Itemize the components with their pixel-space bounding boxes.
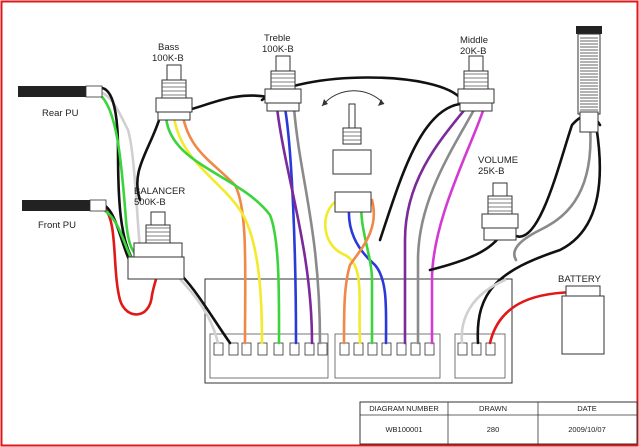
connector-pin — [241, 342, 252, 356]
wire-middle-purple — [403, 106, 468, 345]
wire-treble-gray — [292, 106, 322, 345]
jack-thread — [580, 37, 598, 111]
diagram-number-header: DIAGRAM NUMBER — [369, 404, 439, 413]
connector-pin — [257, 342, 268, 356]
wire-switch-green — [360, 198, 374, 345]
title-block: DIAGRAM NUMBER DRAWN DATE WB100001 280 2… — [359, 401, 638, 445]
connector-pin — [381, 342, 392, 356]
connector-pin — [273, 342, 284, 356]
battery — [561, 285, 605, 355]
wire-black-middle-switch — [378, 102, 462, 242]
connector-pin — [317, 342, 328, 356]
wire-treble-blue — [283, 106, 298, 345]
connector-pin — [424, 342, 435, 356]
connector-pin — [228, 342, 239, 356]
date-value: 2009/10/07 — [568, 425, 606, 434]
volume-name-label: VOLUME — [478, 155, 518, 166]
front-pu-label: Front PU — [38, 220, 76, 231]
connector-pin — [213, 342, 224, 356]
treble-value-label: 100K-B — [262, 44, 294, 55]
connector-pin — [471, 342, 482, 356]
balancer-name-label: BALANCER — [134, 186, 185, 197]
wire-rear-white — [98, 90, 142, 252]
bass-name-label: Bass — [158, 42, 179, 53]
volume-pot — [481, 182, 519, 241]
connector-pin — [353, 342, 364, 356]
wire-switch-yellow — [324, 198, 362, 345]
diagram-number-value: WB100001 — [385, 425, 422, 434]
connector-pin — [339, 342, 350, 356]
connector-pin — [410, 342, 421, 356]
switch-rotation-arrow — [321, 90, 385, 107]
wire-bass-yellow — [172, 115, 264, 345]
connector-pin — [457, 342, 468, 356]
connector-pin — [396, 342, 407, 356]
rear-pickup — [18, 85, 103, 98]
drawn-header: DRAWN — [479, 404, 507, 413]
balancer-pot — [127, 211, 185, 280]
middle-name-label: Middle — [460, 35, 488, 46]
bass-value-label: 100K-B — [152, 53, 184, 64]
date-header: DATE — [577, 404, 596, 413]
treble-pot — [264, 55, 302, 112]
front-pickup — [22, 199, 107, 212]
balancer-value-label: 500K-B — [134, 197, 166, 208]
wire-switch-blue — [347, 198, 388, 345]
bass-pot — [155, 64, 193, 121]
battery-label: BATTERY — [558, 274, 602, 285]
wire-jack-gray — [513, 123, 592, 262]
wire-bass-green — [164, 115, 281, 345]
connector-pin — [304, 342, 315, 356]
drawn-value: 280 — [487, 425, 500, 434]
rear-pu-label: Rear PU — [42, 108, 79, 119]
connector-pin — [289, 342, 300, 356]
connector-pin — [367, 342, 378, 356]
volume-value-label: 25K-B — [478, 166, 504, 177]
wire-white-board — [460, 278, 507, 345]
wire-volume-bottom — [428, 234, 502, 272]
wire-treble-purple — [275, 106, 314, 345]
wire-jack-black — [476, 123, 602, 345]
middle-value-label: 20K-B — [460, 46, 486, 57]
wire-middle-gray — [416, 106, 477, 345]
treble-name-label: Treble — [264, 33, 291, 44]
wire-bass-orange — [181, 115, 247, 345]
wire-bass-black — [135, 115, 162, 202]
wire-front-red — [102, 206, 160, 316]
connector-pin — [485, 342, 496, 356]
mini-switch — [321, 90, 385, 213]
output-jack — [576, 26, 602, 133]
connector-pins — [213, 342, 496, 356]
wire-switch-orange — [342, 198, 375, 345]
middle-pot — [457, 55, 495, 112]
